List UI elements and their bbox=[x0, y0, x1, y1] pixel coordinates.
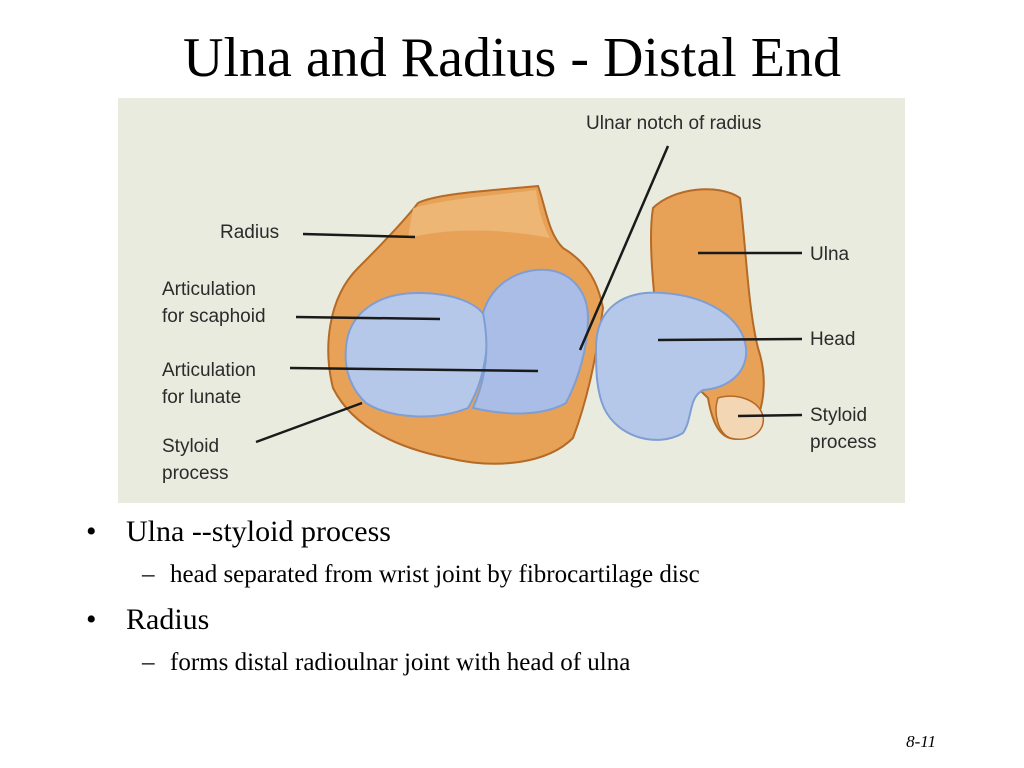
bullet-marker: • bbox=[86, 515, 97, 548]
bullet-list: • Ulna --styloid process – head separate… bbox=[86, 512, 946, 688]
label-articulation-scaphoid: Articulation for scaphoid bbox=[162, 279, 266, 327]
leader-lines bbox=[255, 145, 803, 444]
slide-title: Ulna and Radius - Distal End bbox=[183, 27, 841, 89]
label-articulation-lunate: Articulation for lunate bbox=[162, 360, 256, 408]
label-head: Head bbox=[810, 329, 856, 350]
sub-bullet-item: – forms distal radioulnar joint with hea… bbox=[86, 646, 946, 680]
anatomy-figure: Ulnar notch of radius Radius Articulatio… bbox=[118, 98, 905, 503]
label-ulna: Ulna bbox=[810, 244, 850, 265]
bullet-item: • Ulna --styloid process bbox=[86, 512, 946, 552]
bullet-text: Radius bbox=[126, 603, 210, 636]
sub-bullet-text: forms distal radioulnar joint with head … bbox=[170, 649, 631, 676]
ulna-styloid bbox=[715, 395, 764, 440]
bullet-text: Ulna --styloid process bbox=[126, 515, 391, 548]
page-number: 8-11 bbox=[906, 732, 936, 751]
label-ulnar-notch: Ulnar notch of radius bbox=[586, 113, 762, 134]
dash-marker: – bbox=[142, 649, 155, 676]
sub-bullet-item: – head separated from wrist joint by fib… bbox=[86, 558, 946, 592]
bullet-item: • Radius bbox=[86, 600, 946, 640]
bullet-marker: • bbox=[86, 603, 97, 636]
scaphoid-articulation bbox=[344, 291, 489, 418]
radius-shaft-highlight bbox=[408, 190, 550, 238]
dash-marker: – bbox=[142, 561, 155, 588]
label-styloid-process-ulna: Styloid process bbox=[810, 405, 877, 453]
sub-bullet-text: head separated from wrist joint by fibro… bbox=[170, 561, 700, 588]
bone-illustration bbox=[255, 145, 803, 465]
label-styloid-process-radius: Styloid process bbox=[162, 436, 229, 484]
lunate-articulation bbox=[471, 268, 590, 415]
label-radius: Radius bbox=[220, 222, 280, 243]
ulna-head bbox=[594, 291, 748, 441]
